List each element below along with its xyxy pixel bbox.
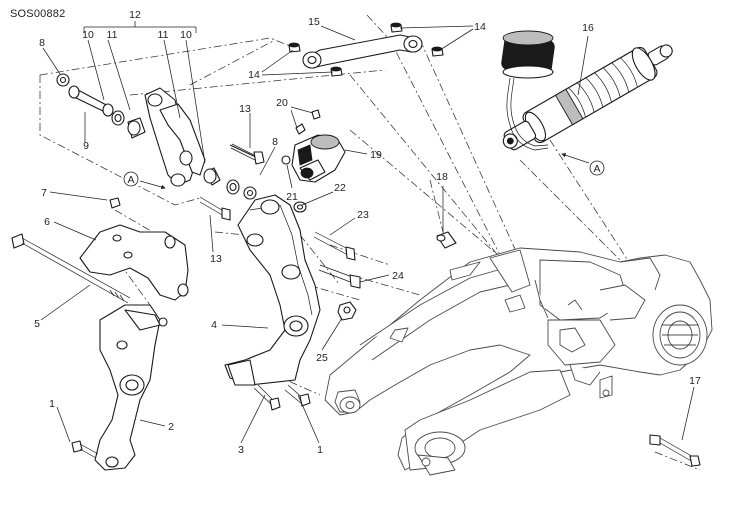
callout-20: 20	[276, 97, 288, 109]
callout-19: 19	[370, 149, 382, 161]
swingarm	[324, 247, 713, 476]
callout-8-right: 8	[272, 136, 278, 148]
callout-11-right: 11	[158, 29, 169, 41]
callout-8-left: 8	[39, 37, 45, 49]
callout-4: 4	[211, 319, 217, 331]
callout-7: 7	[41, 187, 47, 199]
callout-22: 22	[334, 182, 346, 194]
bolt-23	[313, 231, 356, 261]
callout-13-upper: 13	[239, 103, 251, 115]
shock-absorber-16	[501, 30, 673, 151]
callout-12: 12	[129, 9, 141, 21]
nut-25	[337, 301, 357, 321]
callout-1-left: 1	[49, 398, 55, 410]
callout-10-right: 10	[180, 29, 192, 41]
callout-24: 24	[392, 270, 404, 282]
drawing-code: SOS00882	[10, 8, 65, 20]
callout-18: 18	[436, 171, 448, 183]
callout-17: 17	[689, 375, 701, 387]
callout-25: 25	[316, 352, 328, 364]
callout-14-left: 14	[248, 69, 260, 81]
callout-10-left: 10	[82, 29, 94, 41]
long-bolt-5	[11, 233, 131, 304]
callout-15: 15	[308, 16, 320, 28]
bolt-13-lower	[199, 196, 231, 221]
callout-21: 21	[286, 191, 298, 203]
bracket-6	[79, 197, 189, 301]
callout-6: 6	[44, 216, 50, 228]
bolt-13-upper	[229, 143, 265, 165]
bolt-1-left	[71, 440, 99, 459]
callout-23: 23	[357, 209, 369, 221]
callout-9: 9	[83, 140, 89, 152]
callout-leader-lines	[40, 21, 695, 444]
callout-numbers: 12 8 10 11 11 10 9 13 8 13 7 6 5 4 1 2 3…	[34, 9, 701, 456]
bolts-1-center	[253, 384, 311, 411]
callout-14-right: 14	[474, 21, 486, 33]
rocker-assembly	[56, 73, 257, 200]
lower-bracket-2	[94, 304, 168, 471]
callout-16: 16	[582, 22, 594, 34]
callout-2: 2	[168, 421, 174, 433]
link-rod-15	[302, 34, 423, 69]
bolt-17	[649, 434, 701, 467]
callout-1-center: 1	[317, 444, 323, 456]
callout-11-left: 11	[107, 29, 118, 41]
washer-22	[293, 201, 307, 213]
bracket-19	[281, 109, 346, 183]
bolt-24	[318, 264, 361, 289]
washers-14	[288, 22, 444, 77]
reference-marker-left: A	[123, 171, 166, 190]
reference-marker-right: A	[561, 153, 605, 176]
mounting-plate-4	[224, 194, 321, 386]
reference-marker-right-label: A	[593, 163, 600, 175]
callout-5: 5	[34, 318, 40, 330]
spacer-18	[436, 231, 457, 249]
callout-3: 3	[238, 444, 244, 456]
reference-marker-left-label: A	[127, 174, 134, 186]
callout-13-lower: 13	[210, 253, 222, 265]
